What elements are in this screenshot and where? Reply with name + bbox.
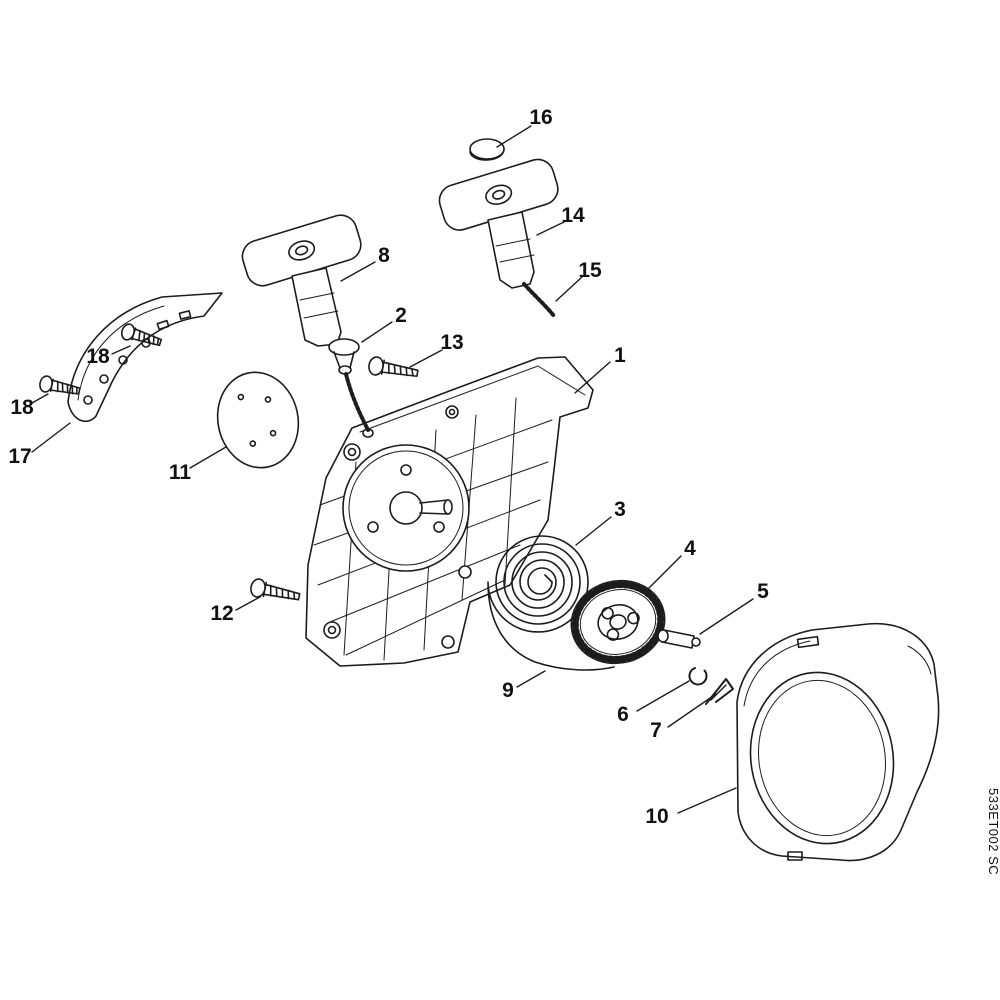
part-label-2: 2 xyxy=(395,304,407,327)
part-1-fan-housing xyxy=(305,356,594,667)
part-label-14: 14 xyxy=(561,204,585,227)
diagram-code: 533ET002 SC xyxy=(986,788,1000,876)
part-label-1: 1 xyxy=(614,344,626,367)
part-label-10: 10 xyxy=(645,805,669,828)
part-label-13: 13 xyxy=(440,331,464,354)
part-12-screw xyxy=(250,578,301,601)
part-label-18a: 18 xyxy=(86,345,110,368)
part-14-starter-grip xyxy=(438,158,559,289)
part-18-screw-a xyxy=(120,323,163,347)
part-11-gasket xyxy=(216,371,300,469)
part-16-cap xyxy=(469,138,505,161)
part-6-washer xyxy=(688,667,708,686)
part-7-spring-clip xyxy=(705,678,734,705)
part-17-moulding xyxy=(67,292,223,423)
part-10-cover xyxy=(736,622,940,862)
part-label-15: 15 xyxy=(578,259,602,282)
part-label-3: 3 xyxy=(614,498,626,521)
part-label-18b: 18 xyxy=(10,396,34,419)
part-label-9: 9 xyxy=(502,679,514,702)
part-15-rope xyxy=(522,282,556,318)
part-label-17: 17 xyxy=(8,445,32,468)
part-label-12: 12 xyxy=(210,602,234,625)
leader-lines xyxy=(31,125,754,814)
part-label-16: 16 xyxy=(529,106,553,129)
part-label-5: 5 xyxy=(757,580,769,603)
part-5-pawl xyxy=(657,629,701,649)
part-label-11: 11 xyxy=(168,461,192,484)
part-label-4: 4 xyxy=(684,537,696,560)
part-18-screw-b xyxy=(39,375,81,395)
part-label-8: 8 xyxy=(378,244,390,267)
part-label-6: 6 xyxy=(617,703,629,726)
part-4-rope-rotor xyxy=(570,579,666,665)
part-2-rope-bushing xyxy=(328,338,370,432)
part-13-screw xyxy=(368,356,419,378)
part-label-7: 7 xyxy=(650,719,662,742)
